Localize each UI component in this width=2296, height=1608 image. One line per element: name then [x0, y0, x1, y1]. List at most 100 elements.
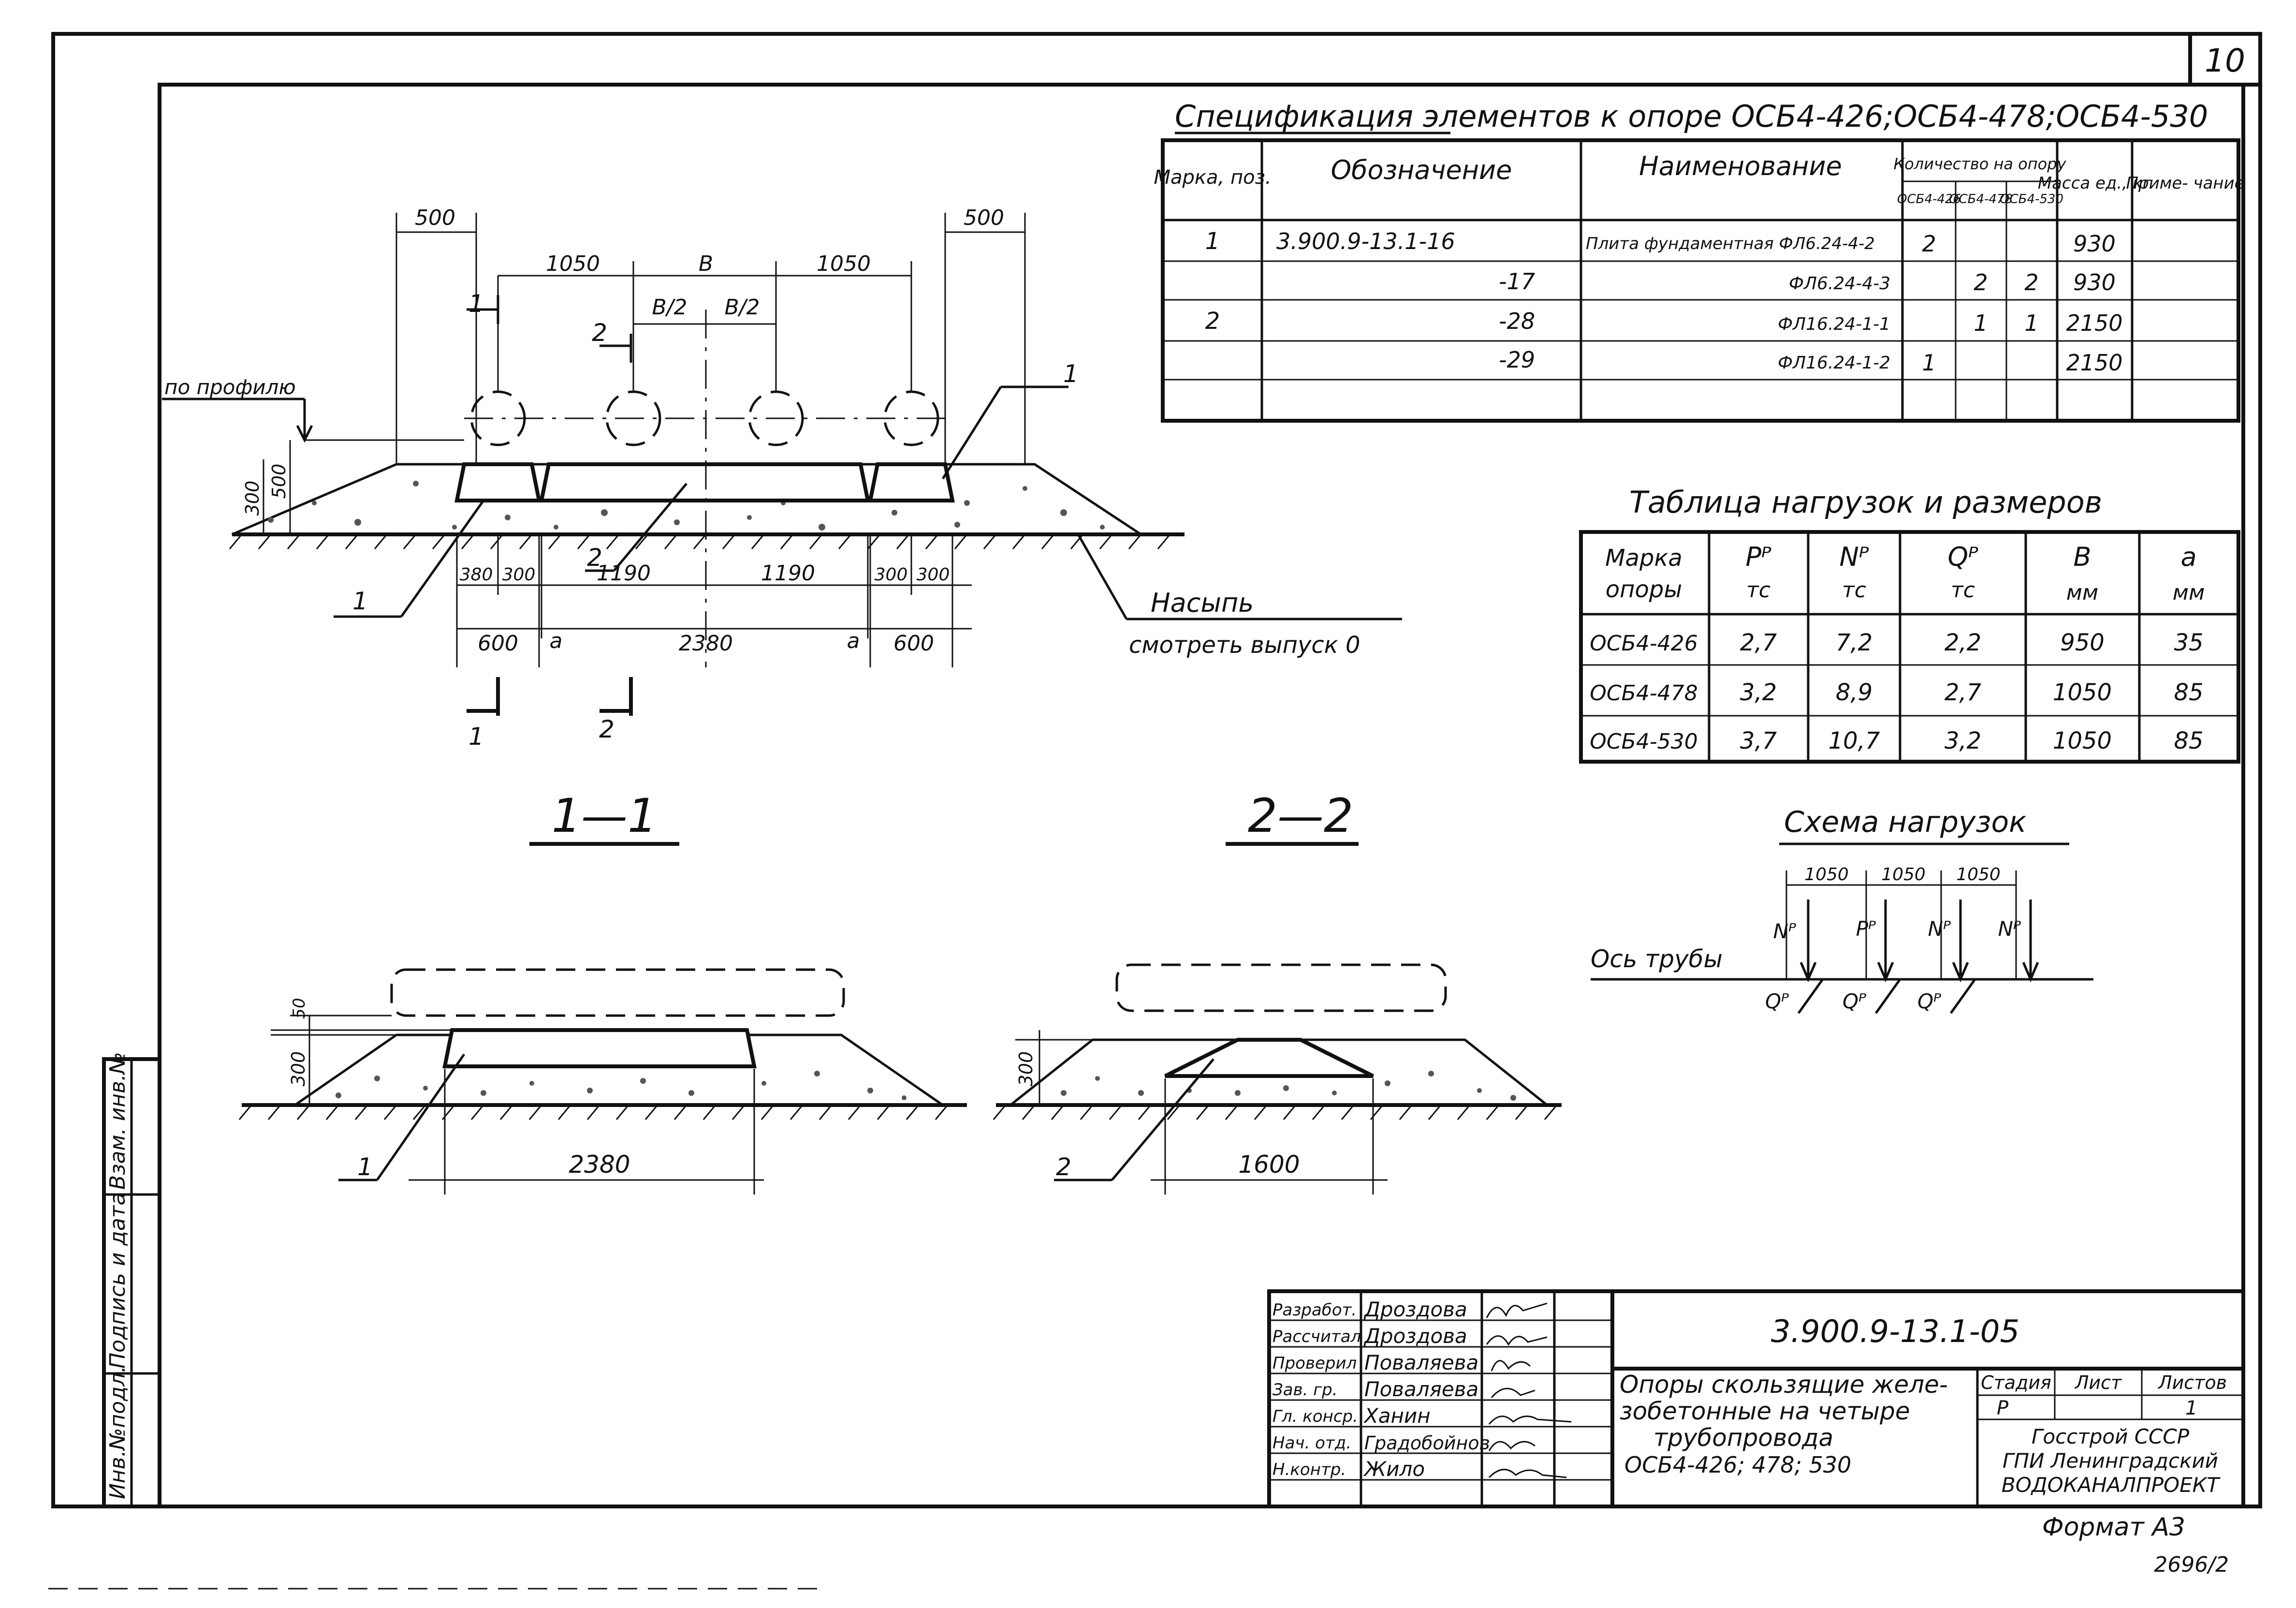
stamp-name: Поваляева — [1364, 1351, 1478, 1374]
loads-header-top: Pᴾ — [1745, 542, 1771, 572]
loads-header-bottom: мм — [2066, 580, 2098, 605]
loads-cell: 950 — [2060, 629, 2105, 656]
plan-dim-top: 500 — [415, 206, 455, 230]
spec-row-designation: -17 — [1499, 268, 1535, 295]
plan-dim-top: 1050 — [546, 251, 600, 276]
scheme-q-label: Qᴾ — [1917, 989, 1942, 1013]
spec-row: 2 -28 ФЛ16.24-1-1 1 1 2150 — [1205, 308, 2123, 336]
spec-header-mark: Марка, поз. — [1154, 166, 1271, 189]
plan-dim-top: В — [699, 251, 713, 276]
plan-dim-bottom1: 300 — [502, 565, 536, 585]
loads-cell: 3,7 — [1740, 727, 1777, 754]
loads-cell: ОСБ4-530 — [1590, 729, 1697, 754]
stamp-sheet-header: Лист — [2074, 1372, 2122, 1393]
format-label: Формат А3 — [2042, 1513, 2185, 1542]
stamp-name: Ханин — [1363, 1404, 1431, 1428]
loads-cell: 7,2 — [1836, 629, 1872, 656]
plan-dim-bottom1: 300 — [917, 565, 950, 585]
stamp-role: Разработ. — [1272, 1300, 1357, 1320]
spec-row-q1: 2 — [1922, 231, 1936, 257]
spec-row-mass: 930 — [2073, 269, 2116, 295]
loads-cell: 2,7 — [1945, 679, 1982, 706]
spec-header-note: Приме- чание — [2126, 174, 2244, 193]
plan-half-b: В/2 — [724, 295, 760, 320]
loads-cell: ОСБ4-426 — [1590, 631, 1697, 656]
spec-row-designation: -28 — [1499, 308, 1535, 334]
profile-label: по профилю — [164, 375, 296, 399]
plan-callout: 2 — [592, 319, 607, 347]
load-scheme-title: Схема нагрузок — [1784, 805, 2026, 839]
stamp-role-row: Гл. конср. Ханин — [1272, 1404, 1431, 1428]
stamp-role-row: Проверил Поваляева — [1272, 1351, 1478, 1374]
archive-number: 2696/2 — [2154, 1552, 2229, 1577]
scheme-spacing: 1050 — [1804, 865, 1849, 885]
loads-row: ОСБ4-530 3,7 10,7 3,2 1050 85 — [1590, 727, 2203, 754]
loads-cell: 10,7 — [1828, 727, 1880, 754]
title-block: Разработ. Дроздова Рассчитал Дроздова Пр… — [1267, 1289, 2245, 1508]
spec-header-qty: Количество на опору — [1893, 155, 2066, 173]
signature-scribbles — [1486, 1302, 1572, 1478]
loads-header-bottom: тс — [1951, 578, 1975, 603]
plan-dim-bottom1: 1190 — [761, 561, 815, 586]
loads-header-top: Nᴾ — [1840, 542, 1869, 572]
sheet-number-box — [2188, 32, 2262, 87]
loads-cell: ОСБ4-478 — [1590, 681, 1697, 706]
spec-row-mass: 2150 — [2066, 350, 2122, 376]
spec-row-designation: -29 — [1499, 347, 1535, 373]
stamp-role-row: Н.контр. Жило — [1272, 1457, 1425, 1481]
stamp-role-row: Зав. гр. Поваляева — [1272, 1377, 1478, 1401]
embankment-ref: смотреть выпуск 0 — [1129, 632, 1360, 659]
spec-row: -29 ФЛ16.24-1-2 1 2150 — [1499, 347, 2123, 376]
plan-dim-bottom1: 1190 — [597, 561, 651, 586]
section-2-2-title: 2—2 — [1248, 789, 1353, 843]
plan-height-500: 500 — [268, 464, 290, 499]
spec-title: Спецификация элементов к опоре ОСБ4-426;… — [1175, 99, 2208, 134]
spec-row-mass: 2150 — [2066, 310, 2122, 336]
scheme-load-label: Nᴾ — [1928, 917, 1951, 941]
stamp-sheets-header: Листов — [2157, 1372, 2227, 1393]
loads-header-top: В — [2073, 542, 2091, 572]
plan-dim-bottom1: 300 — [875, 565, 908, 585]
stamp-name: Дроздова — [1363, 1298, 1467, 1321]
stamp-title-line: ОСБ4-426; 478; 530 — [1624, 1452, 1851, 1478]
stamp-role: Гл. конср. — [1272, 1407, 1358, 1426]
stamp-role-row: Разработ. Дроздова — [1272, 1298, 1467, 1321]
spec-header-qty-sub-1: ОСБ4-426 — [1897, 192, 1961, 207]
stamp-name: Градобойнов — [1364, 1432, 1490, 1454]
scheme-load-label: Nᴾ — [1998, 917, 2021, 941]
spec-header-designation: Обозначение — [1331, 155, 1512, 185]
plan-dim-bottom2: а — [550, 629, 563, 653]
sheet-number: 10 — [2205, 42, 2245, 79]
plan-dim-bottom2: 2380 — [679, 631, 733, 656]
spec-row-q3: 2 — [2024, 269, 2038, 295]
spec-row-name: ФЛ16.24-1-2 — [1778, 353, 1890, 373]
plan-callout: 1 — [352, 587, 368, 615]
side-strip-inventory: Инв.№подл. — [105, 1366, 130, 1499]
scheme-q-label: Qᴾ — [1843, 989, 1867, 1013]
section-1-1-height-300: 300 — [288, 1051, 309, 1087]
plan-dim-bottom2: а — [847, 629, 860, 653]
loads-header-top: Qᴾ — [1947, 542, 1978, 572]
stamp-org-line: ВОДОКАНАЛПРОЕКТ — [2002, 1473, 2221, 1497]
stamp-code: 3.900.9-13.1-05 — [1771, 1314, 2019, 1350]
loads-header-bottom: мм — [2173, 580, 2205, 605]
stamp-name: Поваляева — [1364, 1377, 1478, 1401]
loads-table: Таблица нагрузок и размеров Марка опоры … — [1579, 485, 2240, 764]
stamp-org-line: Госстрой СССР — [2032, 1425, 2190, 1448]
spec-header-qty-sub-2: ОСБ4-478 — [1949, 192, 2013, 207]
section-1-1: 1—1 300 50 2380 1 — [238, 789, 967, 1195]
spec-row-q3: 1 — [2024, 310, 2038, 336]
section-mark: 2 — [599, 715, 614, 743]
loads-header-bottom: опоры — [1606, 576, 1682, 603]
spec-row-mark: 2 — [1205, 308, 1220, 335]
stamp-title-line: зобетонные на четыре — [1620, 1397, 1910, 1425]
loads-header-top: а — [2180, 542, 2196, 572]
stamp-title-line: Опоры скользящие желе- — [1620, 1371, 1948, 1399]
stamp-name: Жило — [1363, 1457, 1425, 1481]
spec-header-qty-sub-3: ОСБ4-530 — [2000, 192, 2063, 207]
loads-cell: 1050 — [2053, 679, 2112, 706]
loads-cell: 3,2 — [1740, 679, 1777, 706]
section-1-1-callout: 1 — [357, 1153, 373, 1181]
scheme-load-label: Pᴾ — [1856, 917, 1876, 941]
